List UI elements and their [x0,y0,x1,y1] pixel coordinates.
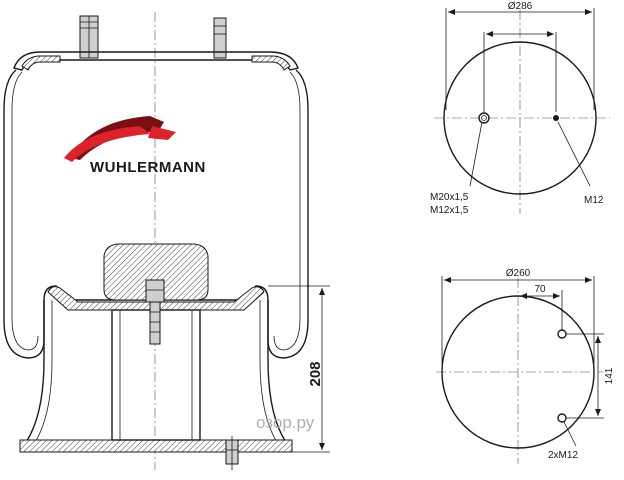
top-stud-right [213,17,227,59]
bottom-hole-upper [557,329,567,339]
bellows-left-inner [11,71,39,351]
top-stud-left [79,15,99,59]
bottom-view: Ø260 70 141 2xM12 [436,268,615,464]
watermark: озор.ру [256,413,315,432]
top-stud-hole-large [478,112,490,124]
bellows-right-inner [273,71,301,351]
logo-swoosh-red [64,126,150,162]
bottom-bolt [225,436,239,470]
top-label-m20: M20x1,5 [430,192,469,203]
watermark-suffix: р.ру [282,413,314,432]
bump-stop [103,243,209,301]
bellows-left-wall [3,69,45,359]
watermark-prefix: озо [256,413,282,432]
top-clamp-right [251,55,291,71]
bottom-offset-label: 70 [534,284,546,295]
top-diameter-label: Ø286 [508,1,533,12]
top-view: Ø286 M20x1,5 M12x1,5 M12 [430,1,610,216]
watermark-text: озор.ру [256,413,315,432]
logo-arrow-red [148,126,176,140]
bottom-holes-label: 2xM12 [548,450,578,461]
bellows-right-wall [267,69,309,359]
top-plate-circle [443,41,597,195]
bottom-plate-circle [441,295,595,449]
height-dimension: 208 [268,285,330,453]
side-view: 208 WUHLERMANN [3,12,330,470]
piston-inner-right [259,300,279,445]
top-label-m12-right: M12 [584,195,604,206]
piston-top-cap [47,286,265,311]
central-bolt [145,279,165,345]
bottom-hole-lower [557,413,567,423]
bottom-spacing-label: 141 [604,367,615,384]
piston-base-ring [19,439,293,453]
top-clamp-left [21,55,61,71]
bottom-diameter-label: Ø260 [506,268,531,279]
height-label: 208 [307,361,324,386]
top-label-m12-left: M12x1,5 [430,205,469,216]
top-stud-hole-small [553,115,559,121]
brand-name: WUHLERMANN [90,159,206,176]
piston-inner-left [33,300,53,445]
brand-logo: WUHLERMANN [64,116,206,176]
piston-shell [20,285,292,449]
